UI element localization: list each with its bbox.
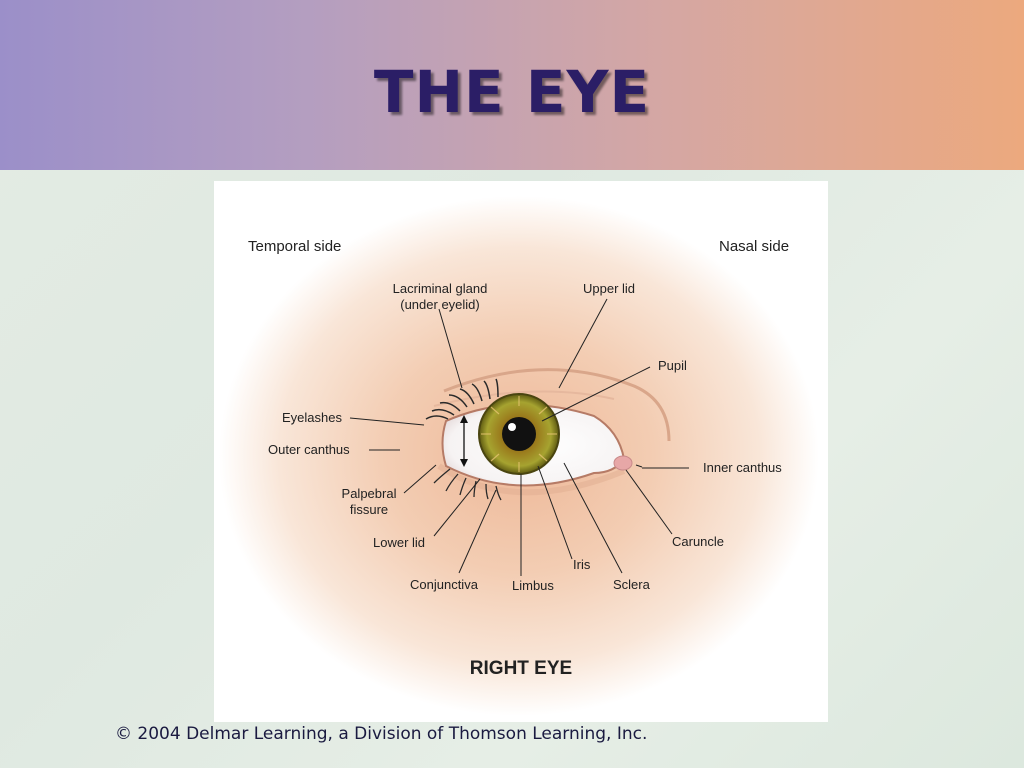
palpebral-arrow-down [460, 459, 468, 467]
copyright-text: © 2004 Delmar Learning, a Division of Th… [115, 724, 648, 744]
upper-lid-crease [443, 368, 671, 442]
upper-lid-fold [433, 390, 615, 407]
iris-fibers [481, 396, 557, 472]
nasal-side-label: Nasal side [719, 238, 790, 255]
conjunctiva-label: Conjunctiva [410, 577, 478, 592]
upper-lid-label: Upper lid [583, 281, 636, 296]
pupil-label: Pupil [658, 358, 687, 373]
temporal-side-label: Temporal side [248, 238, 342, 255]
eye-diagram [219, 196, 819, 716]
pupil-shape [502, 417, 536, 451]
caruncle-label: Caruncle [672, 534, 725, 549]
pupil-highlight [508, 423, 516, 431]
caruncle-shape [613, 455, 633, 471]
lacrimal-gland-label-line2: (under eyelid) [400, 297, 480, 312]
palpebral-fissure-label: Palpebral fissure [332, 486, 406, 518]
eyelashes-label: Eyelashes [282, 410, 342, 425]
palpebral-fissure-label-line2: fissure [349, 502, 389, 517]
lower-eyelashes [433, 468, 502, 501]
limbus-label: Limbus [512, 578, 554, 593]
title-banner [0, 0, 1024, 170]
upper-eyelashes [425, 378, 499, 420]
lacrimal-gland-label-line1: Lacriminal gland [392, 281, 488, 296]
iris-label: Iris [573, 557, 591, 572]
palpebral-arrow-up [460, 415, 468, 423]
leader-lines [349, 298, 689, 576]
palpebral-fissure-label-line1: Palpebral [341, 486, 397, 501]
lacrimal-gland-label: Lacriminal gland (under eyelid) [384, 281, 496, 313]
inner-canthus-label: Inner canthus [703, 460, 782, 475]
eye-diagram-panel: Temporal side Nasal side Lacriminal glan… [214, 181, 828, 722]
sclera-label: Sclera [613, 577, 650, 592]
outer-canthus-label: Outer canthus [268, 442, 350, 457]
lower-lid-label: Lower lid [373, 535, 426, 550]
diagram-caption: RIGHT EYE [469, 658, 573, 679]
slide-title: THE EYE [373, 58, 651, 126]
lower-lid-shadow [437, 463, 626, 496]
